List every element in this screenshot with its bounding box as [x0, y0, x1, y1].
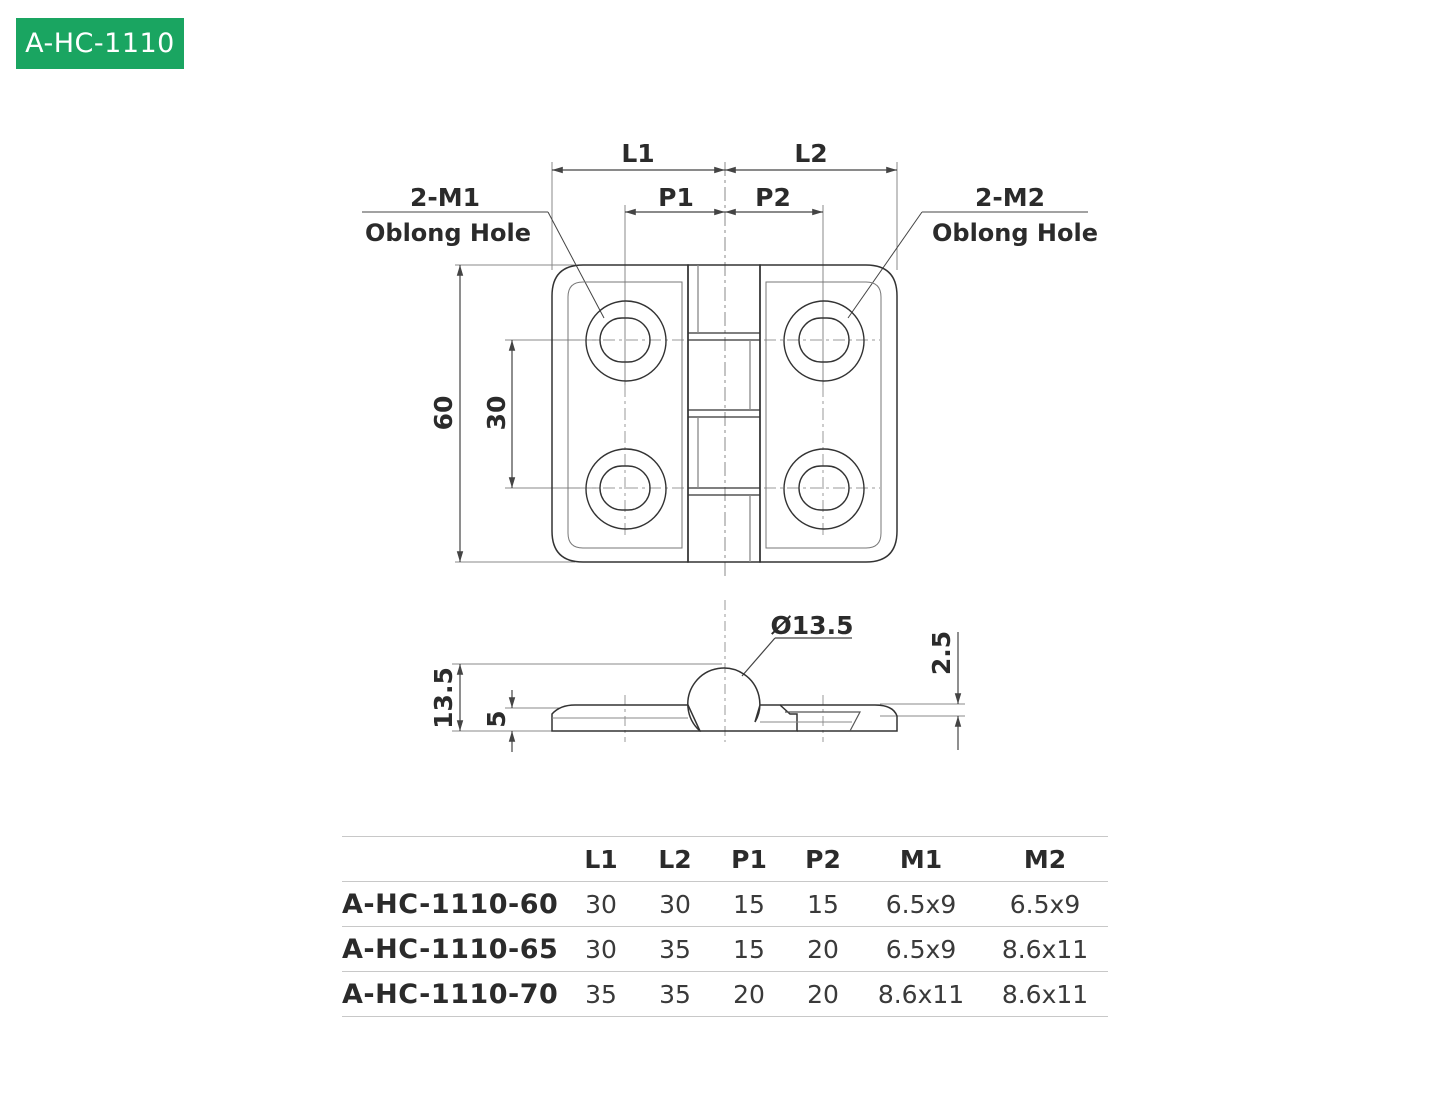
header-cell: M2 — [1023, 844, 1067, 874]
model-cell: A-HC-1110-70 — [342, 978, 559, 1010]
table-header-row: L1 L2 P1 P2 M1 M2 — [342, 836, 1108, 882]
table-row: A-HC-1110-65 30 35 15 20 6.5x9 8.6x11 — [342, 927, 1108, 972]
top-view — [362, 162, 1088, 580]
hole-M2-label: 2-M2 — [975, 183, 1045, 212]
table-cell: 20 — [807, 979, 839, 1009]
table-cell: 8.6x11 — [1001, 934, 1089, 964]
table-cell: 8.6x11 — [877, 979, 965, 1009]
table-cell: 15 — [733, 934, 765, 964]
dim-knuckle-diameter-label: Ø13.5 — [771, 611, 854, 640]
header-cell: P2 — [805, 844, 841, 874]
side-view — [452, 600, 965, 752]
dim-leaf-offset-label: 5 — [482, 710, 511, 727]
dim-height-label: 60 — [429, 396, 458, 431]
table-cell: 35 — [659, 979, 691, 1009]
dim-L2-label: L2 — [794, 139, 827, 168]
hinge-technical-drawing: L1 L2 P1 P2 2-M1 Oblong Hole 2-M2 Oblong… — [362, 139, 1098, 752]
table-cell: 20 — [733, 979, 765, 1009]
table-cell: 20 — [807, 934, 839, 964]
table-cell: 6.5x9 — [885, 889, 957, 919]
header-cell: L2 — [658, 844, 692, 874]
table-cell: 30 — [585, 889, 617, 919]
dim-L1-label: L1 — [621, 139, 654, 168]
table-cell: 15 — [733, 889, 765, 919]
dim-pitch-label: 30 — [482, 396, 511, 431]
specification-table: L1 L2 P1 P2 M1 M2 A-HC-1110-60 30 30 15 … — [342, 836, 1108, 1017]
table-cell: 8.6x11 — [1001, 979, 1089, 1009]
model-cell: A-HC-1110-65 — [342, 933, 559, 965]
table-cell: 35 — [659, 934, 691, 964]
table-cell: 15 — [807, 889, 839, 919]
table-cell: 30 — [659, 889, 691, 919]
dim-total-thickness-label: 13.5 — [429, 667, 458, 729]
hole-M1-type-label: Oblong Hole — [365, 219, 531, 247]
table-cell: 35 — [585, 979, 617, 1009]
header-cell: P1 — [731, 844, 767, 874]
dim-P1-label: P1 — [658, 183, 694, 212]
dim-P2-label: P2 — [755, 183, 791, 212]
table-row: A-HC-1110-60 30 30 15 15 6.5x9 6.5x9 — [342, 882, 1108, 927]
product-code-badge: A-HC-1110 — [16, 18, 184, 69]
header-cell: L1 — [584, 844, 618, 874]
table-row: A-HC-1110-70 35 35 20 20 8.6x11 8.6x11 — [342, 972, 1108, 1017]
table-cell: 6.5x9 — [1009, 889, 1081, 919]
model-cell: A-HC-1110-60 — [342, 888, 559, 920]
table-cell: 6.5x9 — [885, 934, 957, 964]
dim-leaf-thickness-label: 2.5 — [927, 631, 956, 675]
hole-M2-type-label: Oblong Hole — [932, 219, 1098, 247]
header-cell: M1 — [899, 844, 943, 874]
hole-M1-label: 2-M1 — [410, 183, 480, 212]
table-cell: 30 — [585, 934, 617, 964]
header-cell — [342, 837, 564, 882]
